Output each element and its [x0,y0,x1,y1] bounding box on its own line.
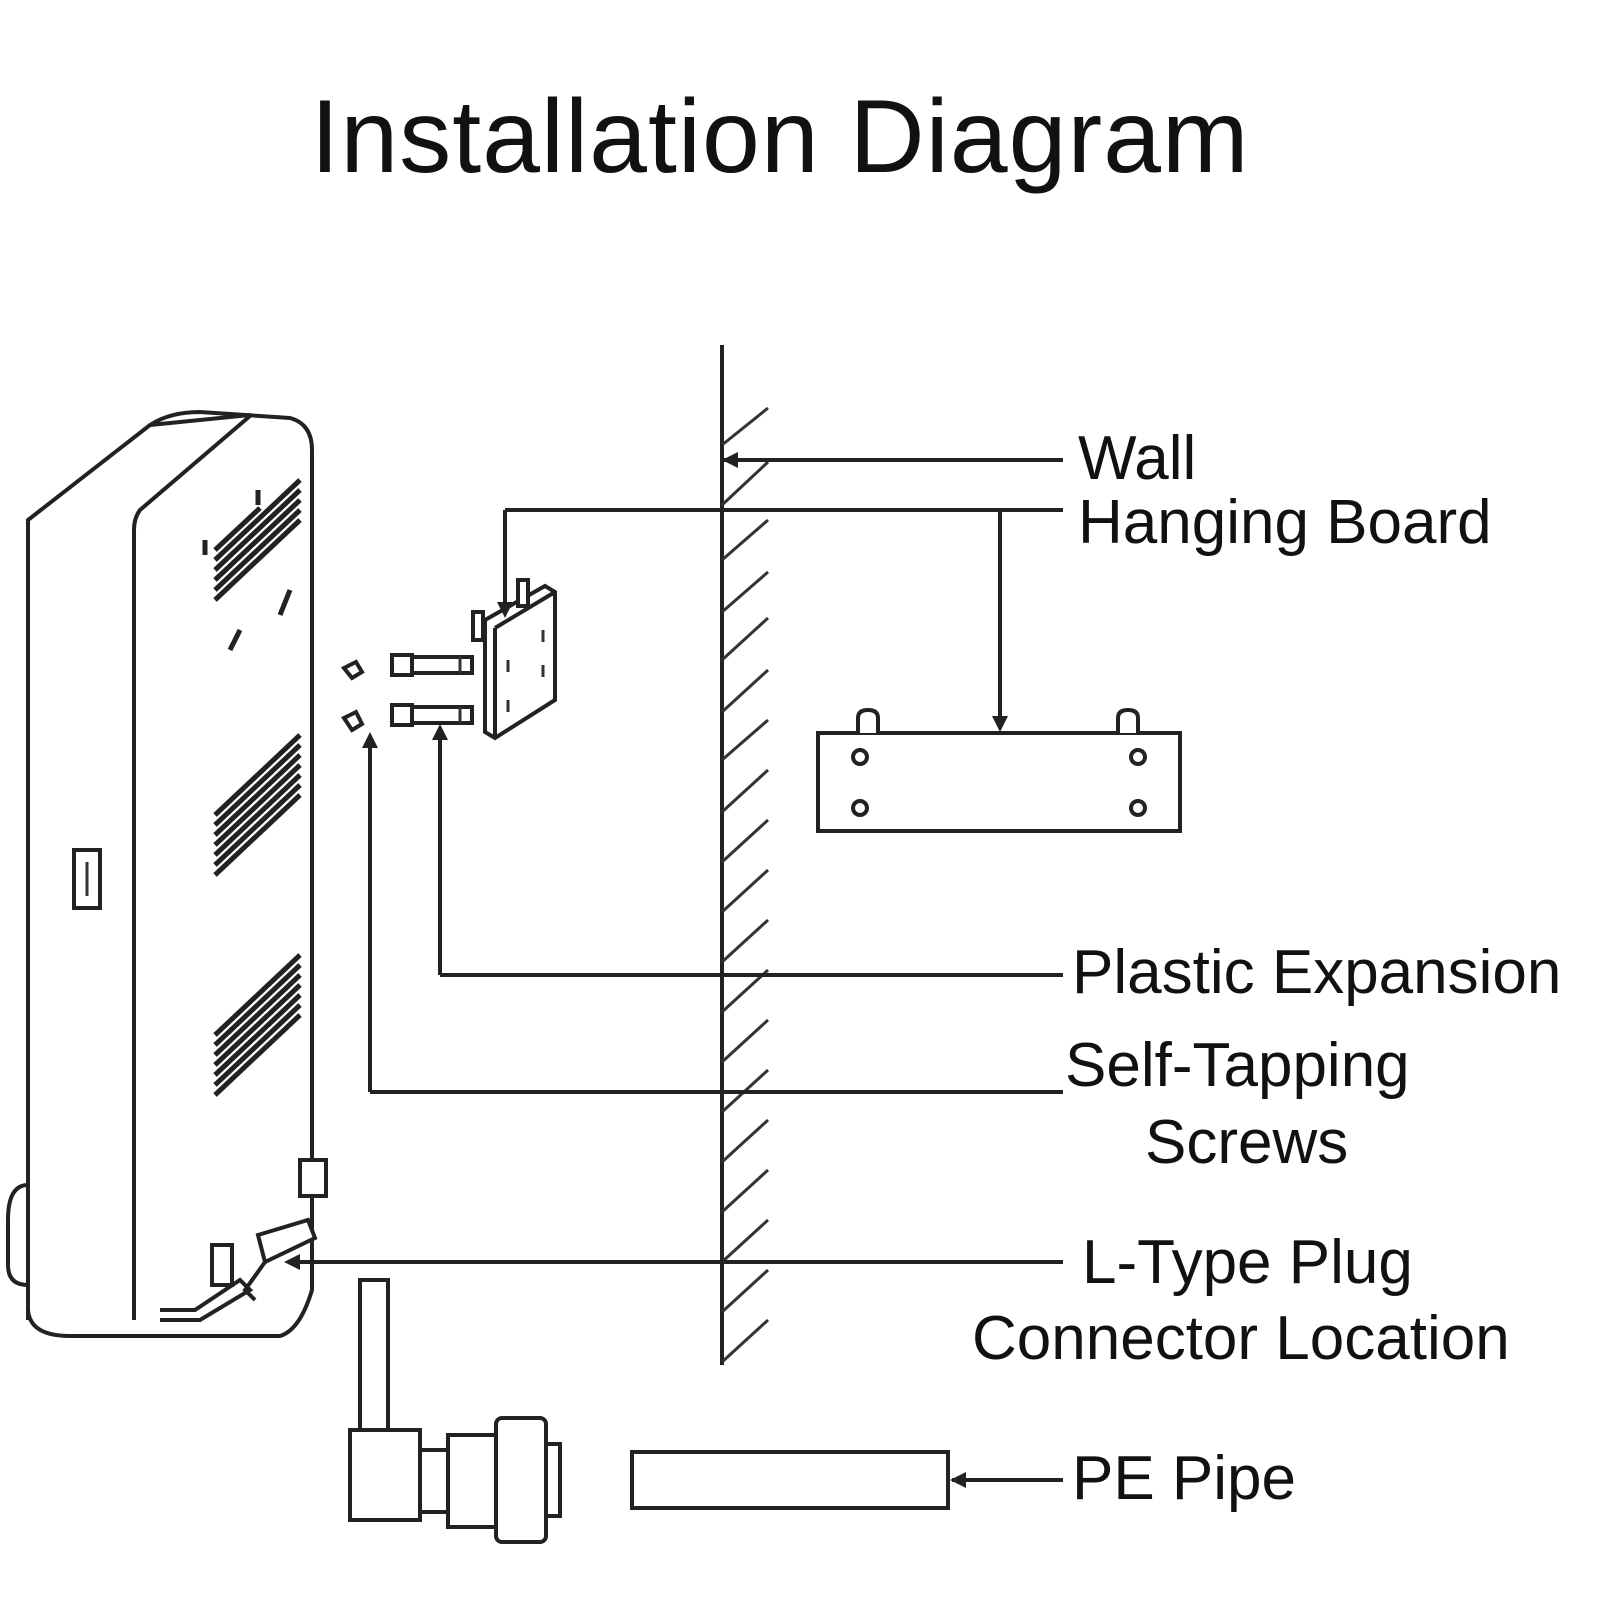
label-plastic-expansion: Plastic Expansion [1072,938,1562,1007]
plastic-expansion-anchors [390,653,474,727]
bottom-port [210,1243,234,1287]
purifier-unit [6,409,328,1338]
label-pe-pipe: PE Pipe [1072,1444,1297,1513]
top-vent [202,478,302,652]
label-ltype-line2: Connector Location [972,1304,1510,1373]
label-hanging-board: Hanging Board [1078,488,1492,557]
bottom-vent [213,953,302,1097]
hanging-board-perspective [471,578,557,741]
top-connector [298,1158,328,1198]
middle-vent [213,733,302,877]
ltype-plug [348,1278,562,1544]
self-tapping-screws [340,659,365,733]
ltype-connector-location [255,1217,318,1265]
leader-lines [284,452,1063,1488]
wall [720,345,770,1365]
label-self-tapping-line1: Self-Tapping [1065,1031,1410,1100]
diagram-title: Installation Diagram [310,79,1250,195]
hanging-board-front [816,707,1182,833]
label-ltype-line1: L-Type Plug [1082,1228,1413,1297]
pe-pipe [630,1450,950,1510]
label-wall: Wall [1078,424,1197,493]
label-self-tapping-line2: Screws [1145,1108,1349,1177]
